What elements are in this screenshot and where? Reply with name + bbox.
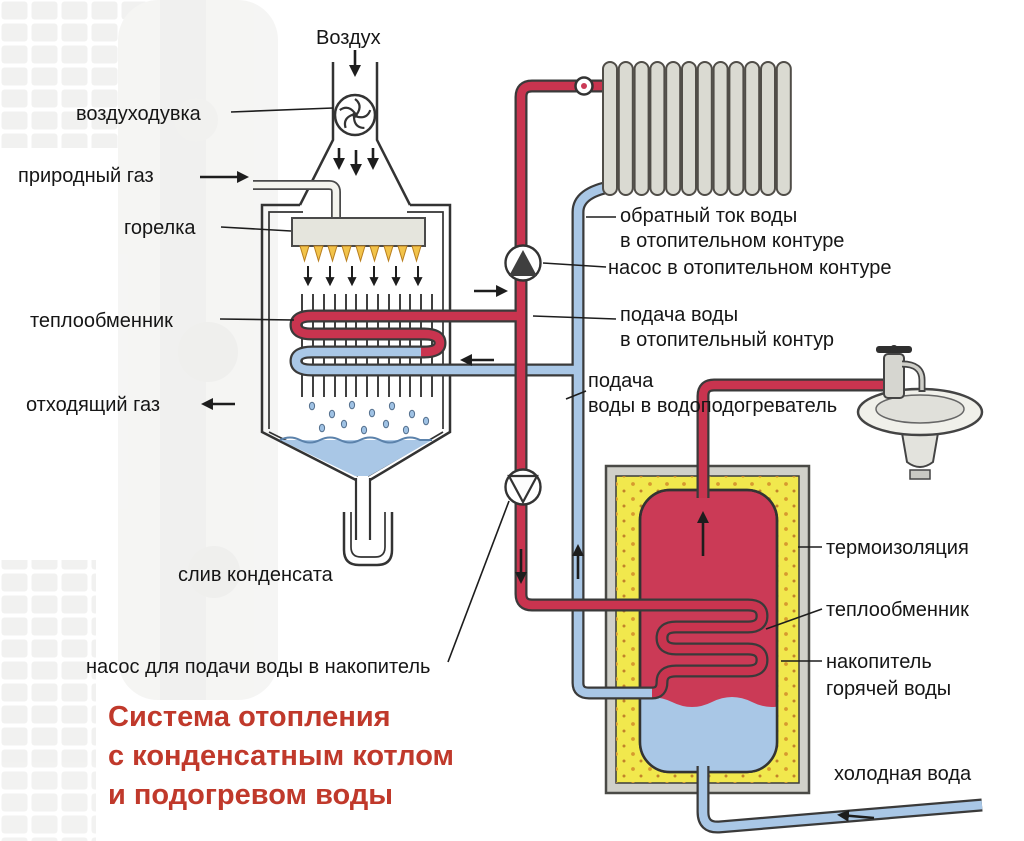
heating-circuit-pump — [504, 244, 542, 282]
label-storage: накопитель горячей воды — [826, 651, 952, 700]
cold-water-layer — [640, 697, 777, 772]
boiler-coil-hot — [291, 311, 521, 357]
leader-lines — [219, 107, 823, 663]
label-supply-heating: подача воды в отопительный контур — [620, 304, 834, 351]
radiator — [574, 61, 792, 196]
background-watermark — [0, 0, 278, 841]
label-heating-pump: насос в отопительном контуре — [608, 257, 892, 279]
condensate-pool — [279, 436, 432, 476]
flame-icons — [299, 245, 422, 263]
faucet-icon — [876, 345, 926, 399]
sink — [856, 345, 984, 480]
label-air: Воздух — [316, 27, 381, 49]
hot-supply-to-sink — [698, 380, 886, 498]
label-insulation: термоизоляция — [826, 537, 969, 559]
label-exhaust-gas: отходящий газ — [26, 394, 161, 416]
label-tank-heat-exchanger: теплообменник — [826, 599, 969, 621]
blower-fan-icon — [333, 93, 377, 137]
gas-pipe — [253, 180, 341, 219]
burner-box — [291, 217, 426, 263]
label-cold-water: холодная вода — [834, 763, 972, 785]
label-heat-exchanger: теплообменник — [30, 310, 173, 332]
flow-arrows — [200, 50, 875, 822]
label-burner: горелка — [124, 217, 196, 239]
label-condensate-drain: слив конденсата — [178, 564, 333, 586]
label-blower: воздуходувка — [76, 103, 201, 125]
label-storage-pump: насос для подачи воды в накопитель — [86, 656, 431, 678]
hot-pipes — [291, 79, 886, 700]
label-supply-heater: подача воды в водоподогреватель — [588, 370, 838, 417]
label-natural-gas: природный газ — [18, 165, 154, 187]
air-vent-valve-icon — [574, 76, 594, 96]
label-return-flow: обратный ток воды в отопительном контуре — [620, 205, 845, 252]
diagram-title: Система отопления с конденсатным котлом … — [108, 701, 454, 811]
tank-coil — [516, 81, 767, 698]
cold-in-arrow — [837, 809, 875, 822]
condensate-drain — [342, 478, 394, 567]
storage-supply-pump — [504, 468, 542, 506]
condensate-droplets — [308, 400, 430, 435]
